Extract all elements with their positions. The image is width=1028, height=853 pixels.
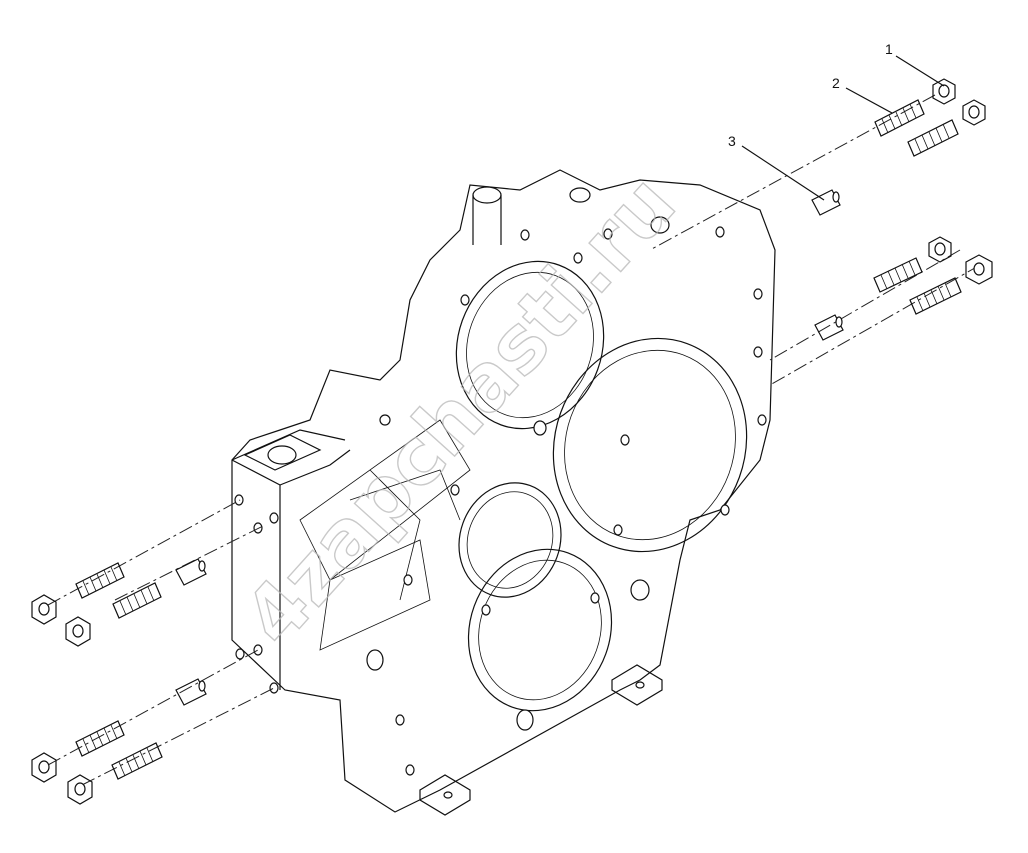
dowel <box>811 189 841 216</box>
nut <box>67 774 93 805</box>
fasteners-middle-right <box>814 236 993 341</box>
stud <box>111 742 163 780</box>
assembly-axis-lines <box>47 94 981 786</box>
nut <box>65 616 91 647</box>
nut <box>965 254 993 285</box>
stud <box>873 257 923 293</box>
nut <box>932 78 956 105</box>
dowel <box>175 558 207 586</box>
nut <box>31 752 57 783</box>
callouts: 1 2 3 <box>728 41 945 201</box>
stud <box>909 277 962 315</box>
callout-leader-1 <box>895 55 945 87</box>
fasteners-left <box>31 558 207 805</box>
stud <box>75 562 125 599</box>
callout-leader-2 <box>845 87 893 114</box>
stud <box>75 720 125 757</box>
housing <box>231 169 776 816</box>
nut <box>962 99 986 126</box>
dowel <box>175 678 207 706</box>
stud <box>874 99 925 137</box>
watermark: 4zapchasti.ru <box>227 159 693 663</box>
stud <box>907 119 959 157</box>
callout-1: 1 <box>885 41 893 57</box>
callout-leader-3 <box>741 145 825 201</box>
fasteners-upper-right <box>811 78 986 216</box>
nut <box>928 236 952 263</box>
nut <box>31 594 57 625</box>
callout-2: 2 <box>832 75 840 91</box>
callout-3: 3 <box>728 133 736 149</box>
stud <box>112 582 162 619</box>
dowel <box>814 314 844 341</box>
